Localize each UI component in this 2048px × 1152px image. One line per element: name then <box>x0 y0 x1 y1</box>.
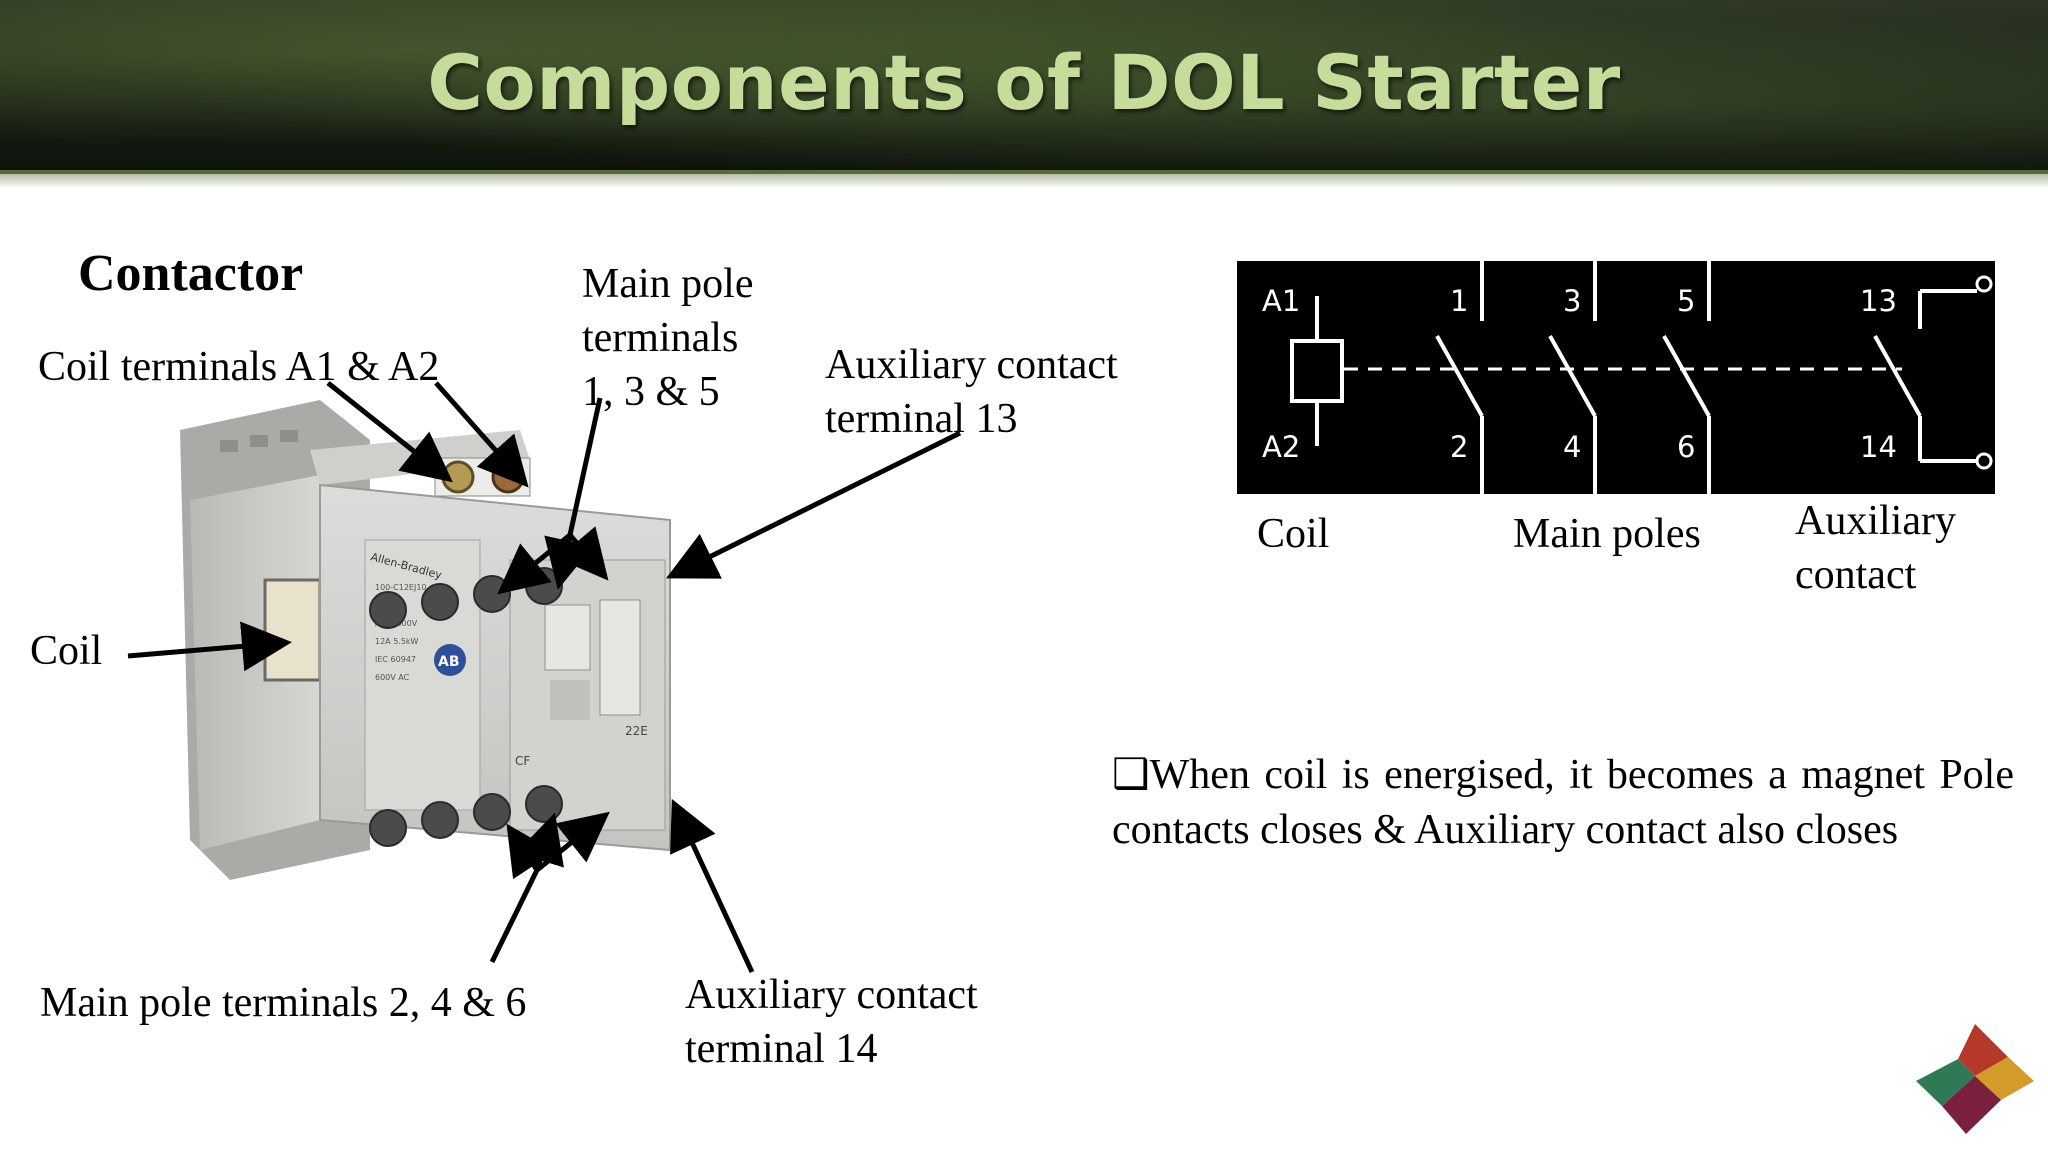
cf-text: CF <box>515 754 530 768</box>
main-pole-top-label-2: terminals <box>582 315 739 361</box>
banner-shadow <box>0 174 2048 188</box>
coil-label: Coil <box>30 628 103 674</box>
ab-logo-text: AB <box>438 654 460 670</box>
symbol-label-a2: A2 <box>1262 430 1300 464</box>
symbol-label-5: 5 <box>1677 284 1695 318</box>
coil-terminals-label: Coil terminals A1 & A2 <box>38 344 440 390</box>
main-pole-top-label-3: 1, 3 & 5 <box>582 369 720 415</box>
svg-text:600V AC: 600V AC <box>375 673 410 682</box>
title-banner <box>0 0 2048 174</box>
arrow-aux-13 <box>666 430 962 579</box>
symbol-caption-auxiliary-1: Auxiliary <box>1795 498 1956 544</box>
aux-13-label-2: terminal 13 <box>825 396 1018 442</box>
svg-text:100-C12EJ10: 100-C12EJ10 <box>375 583 427 592</box>
contactor-heading: Contactor <box>78 245 304 302</box>
main-pole-top-label-1: Main pole <box>582 261 754 307</box>
symbol-caption-main-poles: Main poles <box>1513 511 1701 557</box>
aux-14-label-1: Auxiliary contact <box>685 972 978 1018</box>
aux-14-label-2: terminal 14 <box>685 1026 878 1072</box>
description-text: When coil is energised, it becomes a mag… <box>1112 752 2014 853</box>
symbol-label-4: 4 <box>1563 430 1581 464</box>
symbol-label-14: 14 <box>1860 430 1897 464</box>
symbol-caption-auxiliary-2: contact <box>1795 552 1917 598</box>
contactor-symbol-diagram: A1 1 3 5 13 A2 2 4 6 14 <box>1237 261 1995 494</box>
svg-text:12A 5.5kW: 12A 5.5kW <box>375 637 419 646</box>
company-logo-icon <box>1916 1024 2034 1134</box>
symbol-label-a1: A1 <box>1262 284 1300 318</box>
contactor-photo: Allen-Bradley 100-C12EJ10Ser A AC-3 400V… <box>180 400 671 880</box>
main-pole-bottom-label: Main pole terminals 2, 4 & 6 <box>40 980 527 1026</box>
slide-title: Components of DOL Starter <box>427 38 1621 127</box>
svg-text:IEC 60947: IEC 60947 <box>375 655 416 664</box>
aux-13-label-1: Auxiliary contact <box>825 342 1118 388</box>
symbol-label-3: 3 <box>1563 284 1581 318</box>
symbol-caption-coil: Coil <box>1257 511 1330 557</box>
symbol-label-13: 13 <box>1860 284 1897 318</box>
bullet-icon: ❑ <box>1112 752 1150 798</box>
symbol-label-2: 2 <box>1450 430 1468 464</box>
code-text: 22E <box>625 724 648 738</box>
symbol-label-6: 6 <box>1677 430 1695 464</box>
symbol-label-1: 1 <box>1450 284 1468 318</box>
description-paragraph: ❑When coil is energised, it becomes a ma… <box>1112 748 2014 858</box>
